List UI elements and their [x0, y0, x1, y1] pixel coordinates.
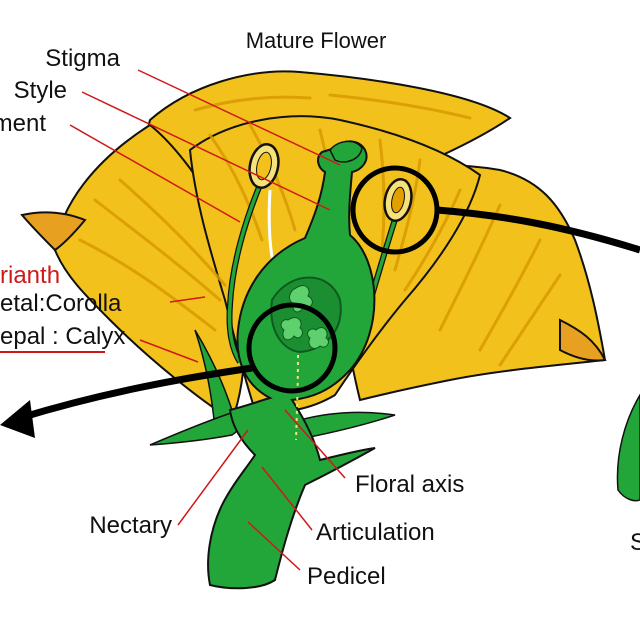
label-stigma: Stigma — [45, 45, 120, 72]
sepal-lower-left — [149, 409, 243, 446]
leader-lines — [69, 69, 346, 571]
filament-left-fill — [227, 179, 264, 363]
label-perianth: rianth — [0, 262, 60, 289]
label-nectary: Nectary — [89, 512, 172, 539]
label-edge-s: S — [630, 529, 640, 556]
pistil — [207, 140, 376, 590]
pointer-arrow-right — [436, 206, 640, 254]
pointer-arrow-left-head — [0, 400, 35, 438]
leader-stigma — [137, 69, 341, 166]
sepal-lower-right — [299, 411, 396, 439]
petal-right-tip — [559, 318, 607, 362]
petal-left-tip — [20, 211, 87, 252]
floral-axis-line — [295, 354, 299, 441]
leader-filament — [69, 124, 241, 223]
magnifier-ovary — [246, 302, 338, 394]
leader-calyx — [139, 339, 199, 363]
label-style: Style — [14, 77, 67, 104]
anther-left-inner — [256, 151, 272, 181]
label-filament: ment — [0, 110, 46, 137]
leader-pedicel — [247, 521, 301, 571]
label-articulation: Articulation — [316, 519, 435, 546]
diagram-title: Mature Flower — [246, 28, 387, 53]
leader-corolla — [169, 296, 206, 303]
label-pedicel: Pedicel — [307, 563, 386, 590]
stigma-tip — [329, 140, 363, 163]
leader-floral-axis — [284, 409, 346, 479]
anther-right-inner — [391, 186, 405, 214]
leader-style — [81, 91, 331, 211]
label-petal-corolla: etal:Corolla — [0, 290, 122, 317]
label-sepal-calyx: epal : Calyx — [0, 323, 125, 350]
leader-articulation — [261, 466, 313, 531]
label-floral-axis: Floral axis — [355, 471, 464, 498]
right-edge-green-shape — [616, 393, 640, 502]
leader-nectary — [177, 429, 249, 526]
pointer-arrow-left — [18, 364, 253, 422]
